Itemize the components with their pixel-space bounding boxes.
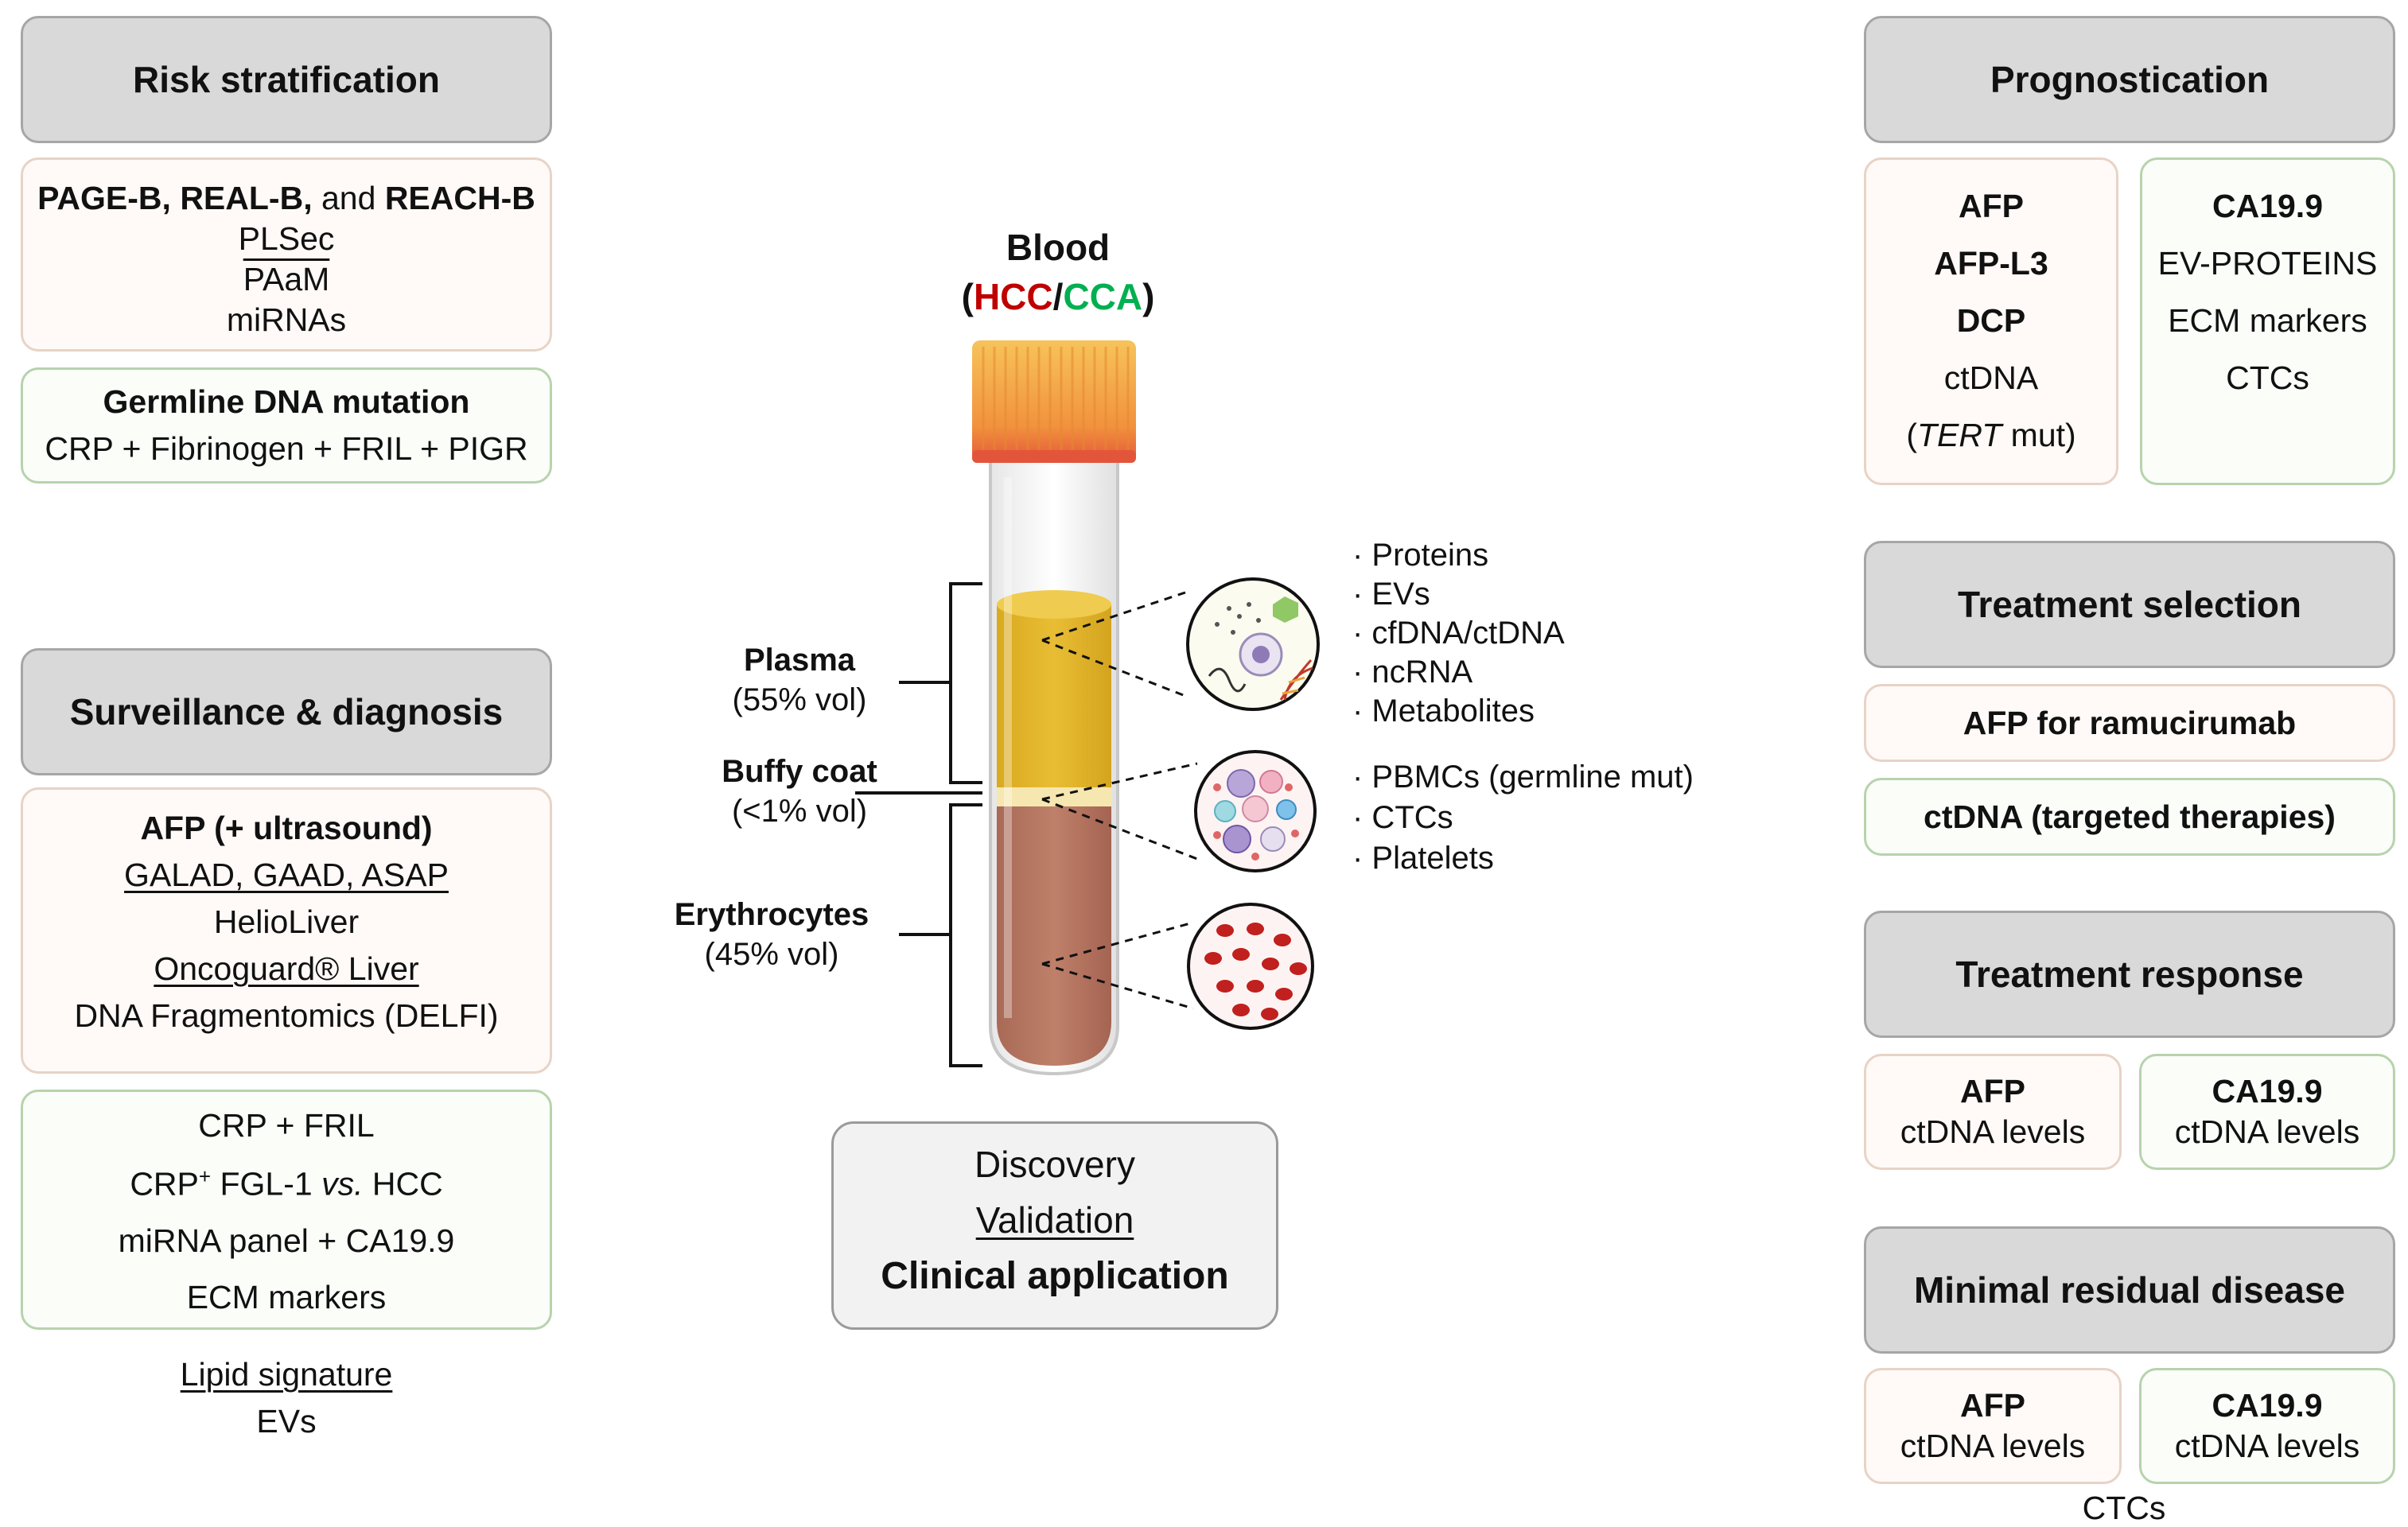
mrd-ctcs: CTCs xyxy=(2082,1490,2166,1526)
erythrocyte-layer xyxy=(997,806,1111,1066)
risk-item-plsec: PLSec xyxy=(238,220,335,257)
blood-title: Blood xyxy=(1006,227,1111,268)
plasma-bracket xyxy=(899,582,982,784)
zoom-lines xyxy=(1041,591,1198,1010)
germline-dna-title: Germline DNA mutation xyxy=(103,383,470,420)
hcc-label: HCC xyxy=(973,276,1053,317)
risk-item-mirnas: miRNAs xyxy=(226,301,347,338)
prog-ecm-markers: ECM markers xyxy=(2168,302,2367,339)
phases-box: Discovery Validation Clinical applicatio… xyxy=(831,1121,1278,1330)
risk-cca-panel: CRP + Fibrinogen + FRIL + PIGR xyxy=(45,430,528,467)
surveillance-cca-box: CRP + FRIL CRP+ FGL-1 vs. HCC miRNA pane… xyxy=(21,1090,552,1330)
plasma-zoom-circle xyxy=(1186,577,1320,711)
risk-hcc-box: PAGE-B, REAL-B, and REACH-B PLSec PAaM m… xyxy=(21,157,552,352)
treatment-response-header: Treatment response xyxy=(1864,911,2395,1038)
component-ctcs: · CTCs xyxy=(1352,800,1453,835)
buffy-zoom-circle xyxy=(1194,750,1317,872)
component-proteins: · Proteins xyxy=(1352,538,1489,573)
blood-title-block: Blood (HCC/CCA) xyxy=(899,229,1217,315)
prog-dcp: DCP xyxy=(1956,302,2026,339)
prog-afp: AFP xyxy=(1959,188,2024,224)
prog-ctdna: ctDNA xyxy=(1943,359,2039,396)
cca-label: CCA xyxy=(1063,276,1143,317)
prognostication-cca-box: CA19.9 EV-PROTEINS ECM markers CTCs xyxy=(2140,157,2395,485)
prog-tert-mut: (TERT mut) xyxy=(1906,417,2076,453)
surveillance-hcc-box: AFP (+ ultrasound) GALAD, GAAD, ASAP Hel… xyxy=(21,787,552,1074)
treatment-response-hcc: AFP ctDNA levels xyxy=(1864,1054,2122,1170)
plasma-components: · Proteins · EVs · cfDNA/ctDNA · ncRNA ·… xyxy=(1352,536,1565,731)
prognostication-hcc-box: AFP AFP-L3 DCP ctDNA (TERT mut) xyxy=(1864,157,2118,485)
plasma-layer xyxy=(997,594,1111,787)
crp-fril: CRP + FRIL xyxy=(198,1107,375,1144)
crp-fgl1-vs-hcc: CRP+ FGL-1 vs. HCC xyxy=(130,1164,443,1203)
risk-item-paam: PAaM xyxy=(243,261,330,297)
component-ncrna: · ncRNA xyxy=(1352,655,1473,690)
buffy-coat-label: Buffy coat (<1% vol) xyxy=(722,754,877,829)
plasma-surface xyxy=(997,590,1111,619)
component-platelets: · Platelets xyxy=(1352,841,1494,876)
prognostication-header: Prognostication xyxy=(1864,16,2395,143)
component-pbmcs: · PBMCs (germline mut) xyxy=(1352,760,1694,795)
mirna-panel-ca199: miRNA panel + CA19.9 xyxy=(118,1222,455,1259)
evs-left: EVs xyxy=(256,1403,317,1440)
risk-stratification-header: Risk stratification xyxy=(21,16,552,143)
lipid-signature: Lipid signature xyxy=(180,1356,393,1393)
prog-afp-l3: AFP-L3 xyxy=(1934,245,2048,282)
prog-ev-proteins: EV-PROTEINS xyxy=(2157,245,2378,282)
galad-gaad-asap: GALAD, GAAD, ASAP xyxy=(124,857,449,893)
surveillance-extra: Lipid signature EVs xyxy=(21,1358,552,1438)
mrd-hcc: AFP ctDNA levels xyxy=(1864,1368,2122,1484)
afp-ultrasound: AFP (+ ultrasound) xyxy=(140,810,433,846)
treatment-response-cca: CA19.9 ctDNA levels xyxy=(2139,1054,2395,1170)
oncoguard-liver: Oncoguard® Liver xyxy=(154,950,419,987)
erythrocytes-label: Erythrocytes (45% vol) xyxy=(674,897,869,972)
risk-scores-line: PAGE-B, REAL-B, and REACH-B xyxy=(37,180,535,216)
ecm-markers-left: ECM markers xyxy=(186,1278,387,1315)
treatment-selection-cca: ctDNA (targeted therapies) xyxy=(1864,778,2395,856)
component-metabolites: · Metabolites xyxy=(1352,694,1535,729)
dna-fragmentomics: DNA Fragmentomics (DELFI) xyxy=(74,997,499,1034)
mrd-cca: CA19.9 ctDNA levels xyxy=(2139,1368,2395,1484)
buffy-components: · PBMCs (germline mut) · CTCs · Platelet… xyxy=(1352,757,1694,879)
erythrocyte-bracket xyxy=(899,803,982,1067)
phase-discovery: Discovery xyxy=(974,1144,1135,1185)
treatment-selection-hcc: AFP for ramucirumab xyxy=(1864,684,2395,762)
component-cfdna: · cfDNA/ctDNA xyxy=(1352,616,1565,651)
component-evs: · EVs xyxy=(1352,577,1430,612)
prog-ca199: CA19.9 xyxy=(2212,188,2323,224)
plasma-label: Plasma (55% vol) xyxy=(732,643,867,717)
buffy-coat-layer xyxy=(997,787,1111,806)
cap-ridges xyxy=(982,347,1130,453)
phase-clinical-application: Clinical application xyxy=(881,1255,1229,1297)
helioliver: HelioLiver xyxy=(213,903,360,940)
erythrocyte-zoom-circle xyxy=(1187,903,1314,1030)
tube-cap xyxy=(972,340,1136,463)
surveillance-diagnosis-header: Surveillance & diagnosis xyxy=(21,648,552,775)
risk-cca-box: Germline DNA mutation CRP + Fibrinogen +… xyxy=(21,367,552,484)
prog-ctcs: CTCs xyxy=(2226,359,2309,396)
minimal-residual-disease-header: Minimal residual disease xyxy=(1864,1226,2395,1354)
treatment-selection-header: Treatment selection xyxy=(1864,541,2395,668)
hcc-cca-label: (HCC/CCA) xyxy=(961,276,1155,317)
phase-validation: Validation xyxy=(975,1199,1134,1241)
